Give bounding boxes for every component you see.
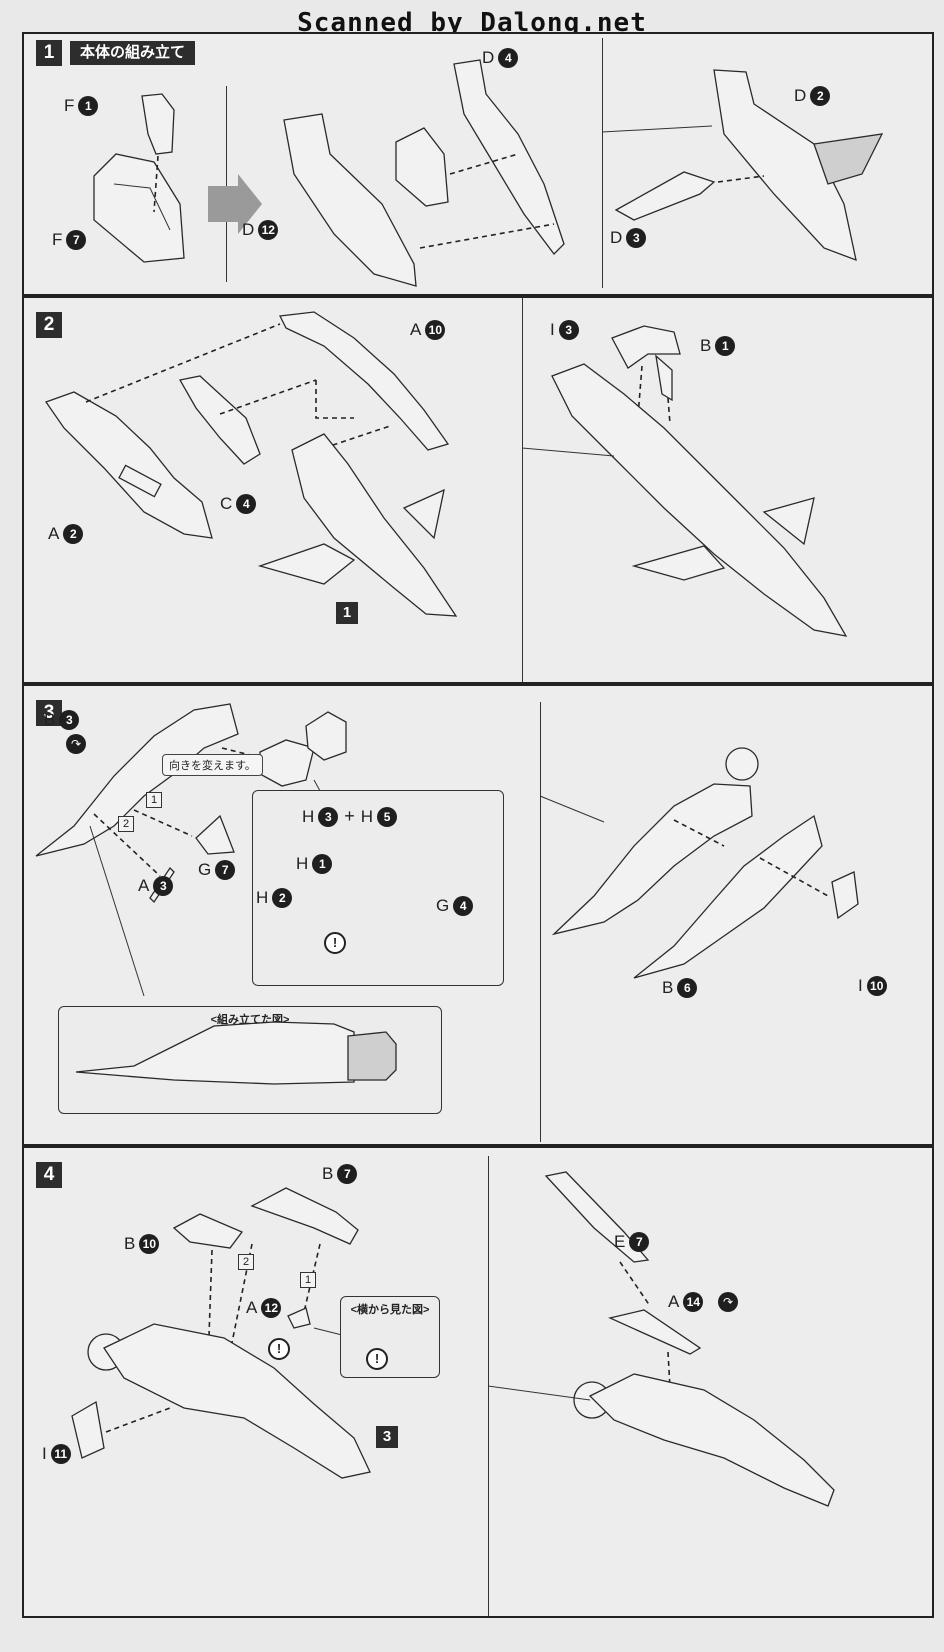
step-number: 1: [36, 40, 62, 66]
divider: [540, 702, 541, 1142]
rotate-symbol: ↷: [718, 1292, 738, 1312]
divider: [226, 86, 227, 282]
inset-title: <横から見た図>: [350, 1304, 430, 1316]
step-number: 2: [36, 312, 62, 338]
step-number: 4: [36, 1162, 62, 1188]
step-2-illustration: [44, 311, 848, 637]
assembled-view-drawing: [75, 1021, 397, 1085]
order-marker-1: 1: [300, 1272, 316, 1288]
order-marker-2: 2: [118, 816, 134, 832]
side-view-inset: <横から見た図>: [340, 1296, 440, 1378]
order-marker-1: 1: [146, 792, 162, 808]
step-number: 3: [36, 700, 62, 726]
caution-icon: !: [268, 1338, 290, 1360]
step-title: 本体の組み立て: [70, 41, 196, 65]
rotate-symbol: ↷: [66, 734, 86, 754]
step-4-illustration: [71, 1171, 835, 1507]
step-1-illustration: [93, 59, 884, 287]
direction-note: 向きを変えます。: [162, 754, 263, 776]
caution-icon: !: [324, 932, 346, 954]
order-marker-2: 2: [238, 1254, 254, 1270]
divider: [602, 38, 603, 288]
reference-step-box: 3: [376, 1426, 398, 1448]
caution-icon: !: [366, 1348, 388, 1370]
reference-step-box: 1: [336, 602, 358, 624]
divider: [522, 298, 523, 682]
